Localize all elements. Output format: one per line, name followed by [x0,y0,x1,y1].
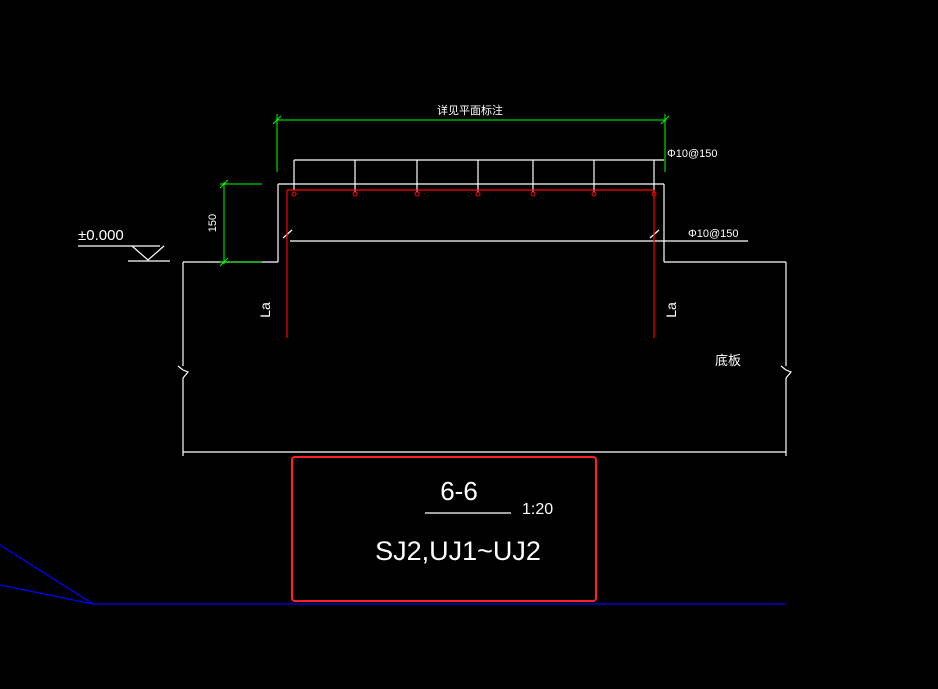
blue-reference-lines [0,544,786,605]
top-dimension-text: 详见平面标注 [437,103,503,117]
rebar-dot [475,191,481,197]
rebar-dot [291,191,297,197]
rebar-dot [651,191,657,197]
rebar-dot [352,191,358,197]
break-mark-right [780,365,792,379]
dimensions [219,114,670,267]
rebar [286,189,655,338]
top-rebar-label: Φ10@150 [667,148,718,160]
height-dim-tick-top [219,179,229,189]
highlight-box [291,456,597,602]
height-dim-text: 150 [207,214,219,232]
side-rebar-label: Φ10@150 [688,228,739,240]
top-dim-tick-left [272,115,282,125]
section-title-block[interactable]: 6-6 1:20 SJ2,UJ1~UJ2 [291,456,597,602]
break-mark-left [177,365,189,379]
blue-diagonal-upper [0,544,94,605]
anchor-left-label: La [257,302,273,318]
rebar-dot [530,191,536,197]
section-members: SJ2,UJ1~UJ2 [375,536,541,566]
blue-diagonal-lower [0,584,94,605]
rebar-dot [414,191,420,197]
rebar-dots [291,191,657,197]
rebar-dot [591,191,597,197]
top-dim-tick-right [660,115,670,125]
anchor-right-label: La [663,302,679,318]
elevation-label: ±0.000 [78,227,124,244]
base-slab-label: 底板 [715,353,741,368]
section-label: 6-6 [440,476,478,506]
section-scale: 1:20 [522,501,553,518]
height-dim-tick-bottom [219,257,229,267]
elevation-triangle [131,245,165,261]
concrete-outline [78,159,792,456]
